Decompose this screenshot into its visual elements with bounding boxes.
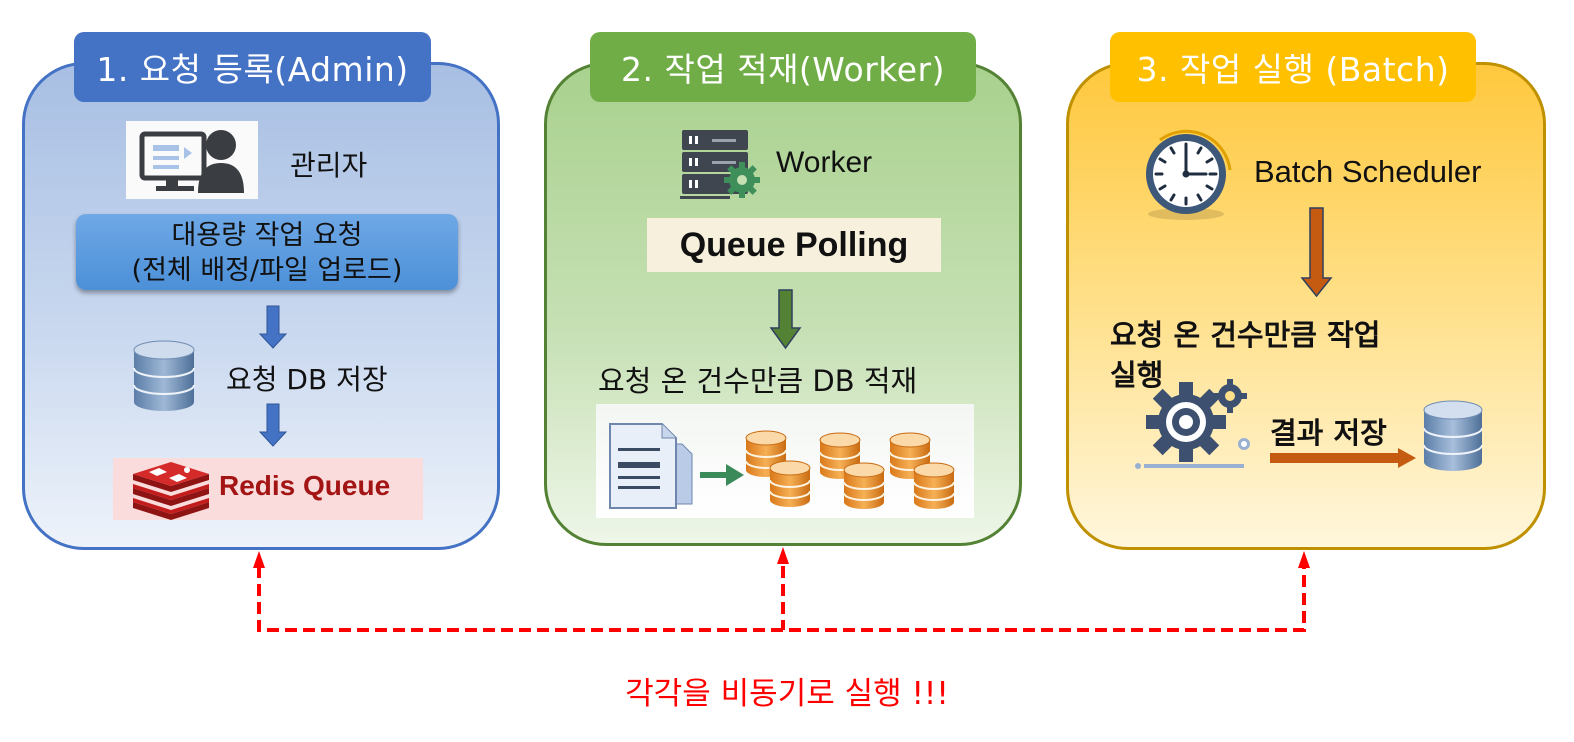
bulk-request-line2: (전체 배정/파일 업로드) [131,255,403,286]
admin-actor-label: 관리자 [290,149,368,182]
admin-panel-title: 1. 요청 등록(Admin) [74,32,431,102]
arrow-right-icon [1270,448,1416,468]
redis-logo-icon [133,462,209,520]
database-cluster-icon [745,430,955,510]
arrow-up-icon [253,551,265,568]
batch-scheduler-label: Batch Scheduler [1254,154,1482,189]
database-icon [1423,400,1483,471]
worker-actor-label: Worker [776,146,873,179]
redis-queue-label: Redis Queue [219,470,391,501]
database-icon [133,340,195,411]
result-save-label: 결과 저장 [1270,416,1387,450]
worker-db-load-label: 요청 온 건수만큼 DB 적재 [598,364,918,398]
arrow-up-icon [777,547,789,564]
redis-queue-box: Redis Queue [113,458,423,520]
worker-server-icon [680,130,760,199]
arrow-right-icon [700,464,744,486]
gears-icon [1135,379,1250,469]
arrow-down-icon [258,305,288,349]
batch-panel-title: 3. 작업 실행 (Batch) [1110,32,1476,102]
db-load-illustration [596,404,974,518]
batch-execute-label-line1: 요청 온 건수만큼 작업 [1110,318,1381,352]
async-execution-note: 각각을 비동기로 실행 !!! [625,676,949,712]
batch-execute-label-line2: 실행 [1110,358,1164,392]
admin-icon [126,121,258,199]
worker-panel-title: 2. 작업 적재(Worker) [590,32,976,102]
document-icon [609,423,693,509]
arrow-down-icon [258,403,288,447]
admin-db-save-label: 요청 DB 저장 [226,363,388,396]
bulk-request-line1: 대용량 작업 요청 [171,220,363,251]
arrow-up-icon [1298,551,1310,568]
clock-icon [1146,129,1232,220]
queue-polling-box: Queue Polling [647,218,941,272]
arrow-down-icon [1300,207,1333,298]
bulk-request-box: 대용량 작업 요청 (전체 배정/파일 업로드) [76,214,458,290]
arrow-down-icon [769,289,802,350]
